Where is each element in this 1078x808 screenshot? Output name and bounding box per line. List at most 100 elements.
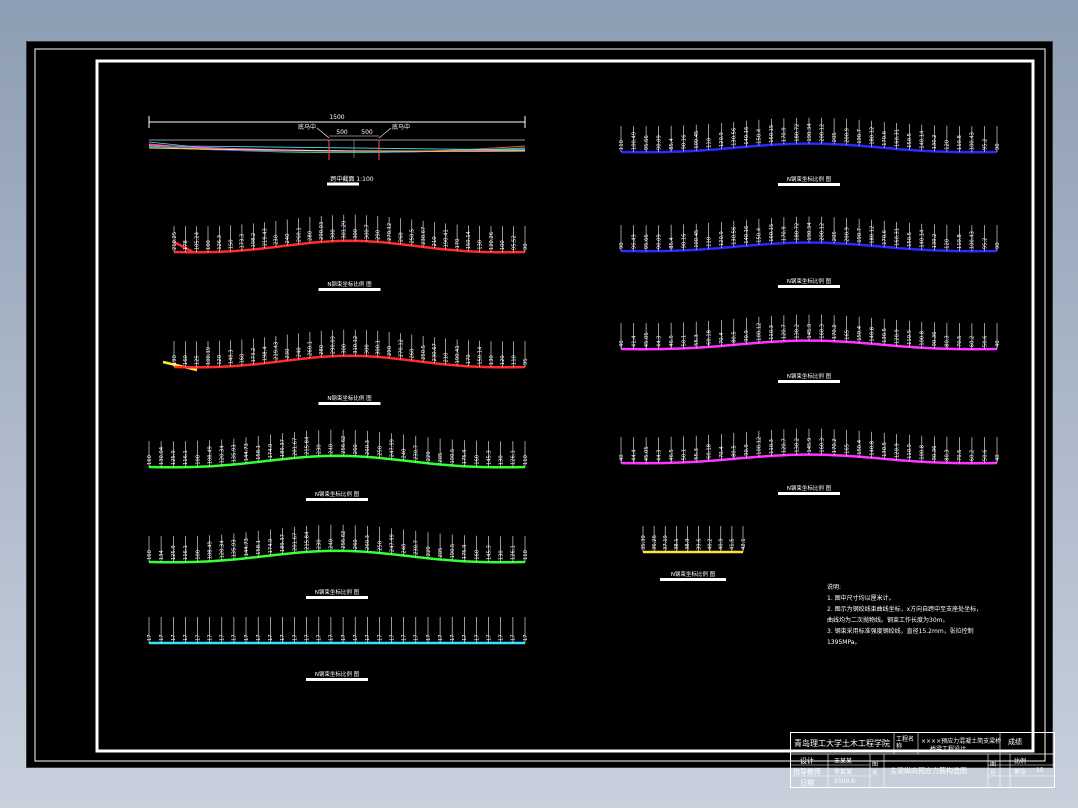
ordinate-label: 140.16	[744, 127, 750, 145]
ordinate-label: 240	[402, 544, 408, 554]
ordinate-label: 40	[619, 340, 625, 347]
ordinate-label: 17	[317, 634, 323, 641]
drawing-no-label: 图号	[990, 761, 997, 777]
ordinate-label: 210	[444, 353, 450, 363]
ordinate-label: 260	[353, 539, 359, 549]
ordinate-label: 140.14	[920, 229, 926, 248]
ordinate-label: 174.9	[268, 539, 274, 554]
ordinate-label: 17	[377, 634, 383, 641]
ordinate-label: 90.09	[656, 234, 662, 249]
ordinate-label: 180.72	[794, 223, 800, 241]
ordinate-label: 17	[305, 634, 311, 641]
ordinate-label: 110.8	[957, 135, 963, 150]
ordinate-label: 80.5	[732, 331, 738, 343]
ordinate-label: 110	[523, 455, 529, 465]
ordinate-label: 120.7	[782, 324, 788, 339]
ordinate-label: 37.19	[663, 535, 669, 550]
profile-caption: N钢束坐标比例 图	[315, 670, 360, 678]
ordinate-label: 280	[308, 231, 314, 241]
ordinate-label: 310.12	[353, 336, 359, 354]
ordinate-label: 130.04	[159, 446, 165, 465]
ordinate-label: 150.4	[857, 325, 863, 341]
drawing-label: 图名	[872, 761, 879, 777]
ordinate-label: 280	[319, 345, 325, 355]
tendon-line	[620, 241, 998, 253]
sheet-value: 15	[1036, 767, 1044, 774]
ordinate-label: 190.5	[450, 544, 456, 559]
ordinate-label: 189.37	[280, 439, 286, 457]
ordinate-label: 170.6	[882, 131, 888, 146]
ordinate-label: 158.1	[256, 445, 262, 460]
ordinate-label: 200.9	[844, 227, 850, 242]
ordinate-label: 180.72	[794, 124, 800, 142]
ordinate-label: 210.25	[172, 232, 178, 250]
ordinate-label: 240	[329, 539, 335, 549]
ordinate-label: 130.56	[732, 128, 738, 146]
ordinate-label: 215.84	[305, 531, 311, 550]
ordinate-label: 90.16	[682, 234, 688, 249]
ordinate-label: 150.4	[857, 439, 863, 455]
ordinate-label: 145.3	[486, 450, 492, 465]
ordinate-label: 190.41	[455, 345, 461, 363]
ordinate-label: 170.9	[782, 127, 788, 142]
ordinate-label: 135.93	[232, 444, 238, 462]
ordinate-label: 260	[353, 444, 359, 454]
notes-title: 说明:	[827, 584, 842, 591]
ordinate-label: 260	[410, 349, 416, 359]
section-mid-left: 500	[336, 129, 348, 136]
profile-caption: N钢束坐标比例 图	[671, 570, 716, 578]
ordinate-label: 38.1	[674, 538, 680, 550]
ordinate-label: 144.73	[244, 443, 250, 461]
ordinate-label: 120.9	[719, 132, 725, 147]
ordinate-label: 120	[500, 355, 506, 365]
ordinate-label: 100.12	[757, 437, 763, 455]
ordinate-label: 130.2	[932, 135, 938, 150]
ordinate-label: 205	[438, 453, 444, 463]
caption-underline	[778, 492, 840, 495]
ordinate-label: 260.1	[308, 341, 314, 356]
ordinate-label: 45.05	[644, 446, 650, 461]
ordinate-label: 42.1	[741, 538, 747, 550]
ordinate-label: 110.3	[769, 439, 775, 454]
ordinate-label: 17	[402, 634, 408, 641]
ordinate-label: 125	[194, 355, 200, 365]
ordinate-label: 40	[995, 454, 1001, 461]
ordinate-label: 130.5	[882, 442, 888, 457]
ordinate-label: 140.3	[228, 349, 234, 364]
ordinate-label: 230	[317, 539, 323, 549]
ordinate-label: 220	[426, 546, 432, 556]
ordinate-label: 135.93	[232, 539, 238, 557]
ordinate-label: 95.52	[512, 235, 518, 250]
ordinate-label: 17	[268, 634, 274, 641]
ordinate-label: 145.3	[486, 545, 492, 560]
ordinate-label: 201.67	[292, 438, 298, 456]
title-block-grid	[790, 732, 1055, 788]
ordinate-label: 90.36	[932, 446, 938, 461]
ordinate-label: 120.7	[782, 438, 788, 453]
ordinate-label: 105.24	[194, 231, 200, 250]
ordinate-label: 126.3	[217, 235, 223, 250]
ordinate-label: 36.26	[652, 535, 658, 550]
tendon-lead	[173, 240, 194, 254]
ordinate-label: 17	[171, 634, 177, 641]
ordinate-label: 160.15	[769, 224, 775, 242]
section-mid-right: 500	[361, 129, 373, 136]
ordinate-label: 150.5	[907, 232, 913, 247]
ordinate-label: 85.4	[669, 237, 675, 249]
ordinate-label: 85.4	[669, 138, 675, 150]
ordinate-label: 174.9	[268, 444, 274, 459]
ordinate-label: 90.09	[656, 135, 662, 150]
ordinate-label: 100	[195, 455, 201, 465]
ordinate-label: 17	[232, 634, 238, 641]
ordinate-label: 290.03	[330, 336, 336, 354]
ordinate-label: 100.45	[694, 230, 700, 248]
ordinate-label: 120.34	[220, 540, 226, 559]
section-right-label: 底马中	[392, 123, 410, 131]
ordinate-label: 45.05	[644, 332, 650, 347]
